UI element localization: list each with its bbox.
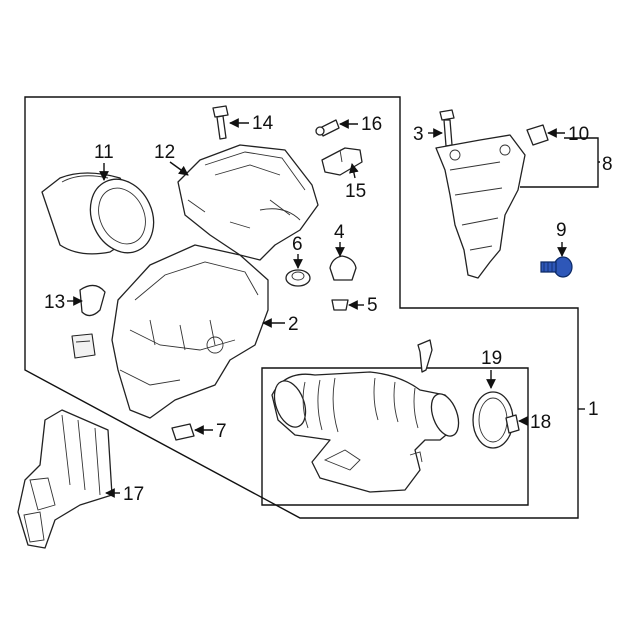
housing-cover-12 [177, 144, 319, 261]
leader-12 [169, 161, 189, 176]
callout-7: 7 [216, 421, 227, 442]
callout-19: 19 [481, 348, 502, 369]
callout-10: 10 [568, 124, 589, 145]
bolt-3 [439, 109, 455, 147]
callout-9: 9 [556, 220, 567, 241]
bolt-9 [540, 256, 573, 278]
callout-4: 4 [334, 222, 345, 243]
grommet-small [71, 333, 96, 359]
callout-15: 15 [345, 181, 366, 202]
bolt-16 [315, 119, 340, 137]
callout-13: 13 [44, 292, 65, 313]
clip-13 [79, 284, 106, 317]
bolt-14 [212, 105, 229, 140]
callout-17: 17 [123, 484, 144, 505]
air-filter-11 [41, 172, 155, 255]
callout-14: 14 [252, 113, 274, 134]
nut-10 [526, 124, 549, 146]
callout-18: 18 [530, 412, 551, 433]
callout-6: 6 [292, 234, 303, 255]
mount-4 [329, 255, 357, 281]
clamp-19 [472, 391, 520, 449]
callout-12: 12 [154, 142, 175, 163]
grommet-6 [285, 269, 311, 287]
fastener-5 [331, 299, 349, 311]
callout-3: 3 [413, 124, 424, 145]
callout-2: 2 [288, 314, 299, 335]
intake-duct-18 [271, 339, 460, 493]
bracket-8 [520, 137, 600, 188]
assembly-outline-1 [24, 96, 579, 519]
lower-housing-2 [111, 244, 269, 419]
callout-1: 1 [588, 399, 599, 420]
callout-5: 5 [367, 295, 378, 316]
support-bracket [435, 134, 526, 279]
callout-11: 11 [94, 142, 114, 163]
inlet-duct-17 [17, 409, 113, 549]
assembly-outline-18 [261, 367, 529, 506]
sensor-15 [321, 147, 363, 176]
callout-8: 8 [602, 154, 613, 175]
leader-15 [349, 163, 359, 179]
clip-7 [171, 423, 195, 441]
callout-16: 16 [361, 114, 382, 135]
